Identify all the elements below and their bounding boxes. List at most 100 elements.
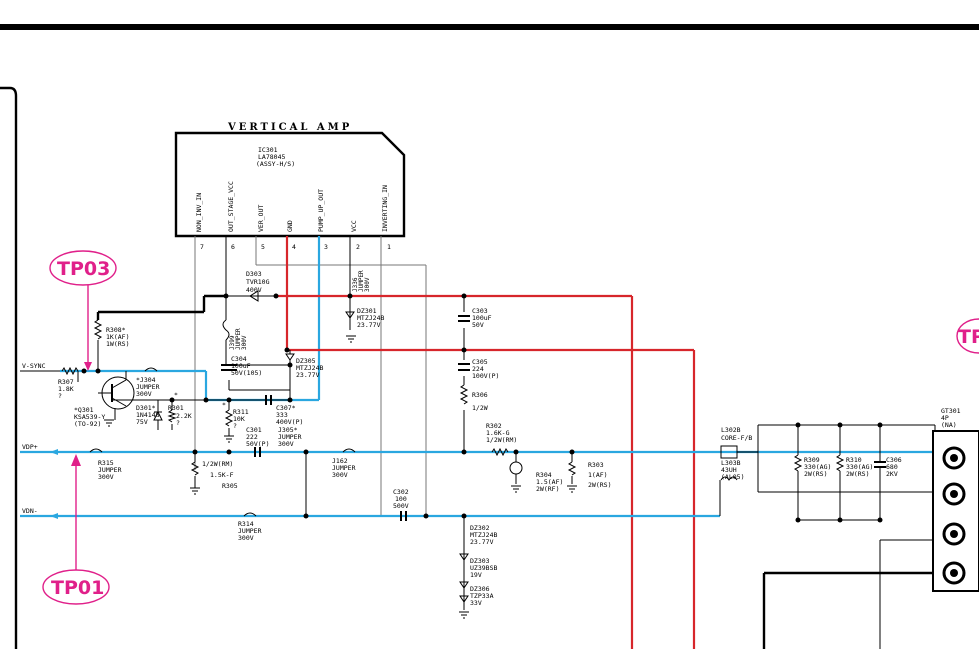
svg-text:MTZJ24B: MTZJ24B <box>470 531 497 539</box>
svg-text:500V: 500V <box>393 502 409 510</box>
pin-name-3: PUMP_UP_OUT <box>317 189 325 232</box>
svg-text:*: * <box>174 391 178 399</box>
ground-icon <box>104 419 114 427</box>
svg-text:R301: R301 <box>168 404 184 412</box>
tp-right-label: TP <box>958 326 979 348</box>
svg-text:D303: D303 <box>246 270 262 278</box>
svg-text:JUMPER: JUMPER <box>136 383 160 391</box>
svg-text:1N4148: 1N4148 <box>136 411 160 419</box>
svg-text:100uF: 100uF <box>472 314 492 322</box>
pin-name-4: GND <box>286 220 294 232</box>
pin-name-1: INVERTING_IN <box>381 185 389 232</box>
svg-text:1/2W: 1/2W <box>472 404 488 412</box>
connector-pin-icon <box>942 561 966 585</box>
svg-text:2W(RF): 2W(RF) <box>536 485 559 493</box>
svg-text:1.5(AF): 1.5(AF) <box>536 478 563 486</box>
svg-text:R309: R309 <box>804 456 820 464</box>
svg-text:222: 222 <box>246 433 258 441</box>
junction-dots <box>81 293 575 519</box>
svg-text:C302: C302 <box>393 488 409 496</box>
svg-text:R308*: R308* <box>106 326 126 334</box>
svg-text:R315: R315 <box>98 459 114 467</box>
r314-jumper-icon <box>243 512 257 517</box>
svg-text:2W(RS): 2W(RS) <box>804 470 827 478</box>
svg-text:1/2W(RM): 1/2W(RM) <box>486 436 517 444</box>
j399-jumper-icon <box>222 319 230 341</box>
j304-jumper-icon <box>144 367 158 372</box>
svg-text:43UH: 43UH <box>721 466 737 474</box>
svg-text:1.8K: 1.8K <box>58 385 74 393</box>
svg-text:300V: 300V <box>364 277 371 292</box>
svg-text:400V(P): 400V(P) <box>276 418 303 426</box>
r310-resistor-icon <box>835 454 845 472</box>
svg-text:TVR10G: TVR10G <box>246 278 270 286</box>
svg-text:R303: R303 <box>588 461 604 469</box>
ground-icon <box>567 485 577 493</box>
svg-text:224: 224 <box>472 365 484 373</box>
r315-jumper-icon <box>89 448 103 453</box>
dz305-zener-icon <box>285 353 295 361</box>
tp01-label: TP01 <box>51 577 104 599</box>
pin-num-7: 7 <box>200 243 204 251</box>
svg-text:J336: J336 <box>352 277 359 292</box>
svg-text:J399: J399 <box>229 335 236 350</box>
svg-text:J305*: J305* <box>278 426 298 434</box>
svg-text:R310: R310 <box>846 456 862 464</box>
pin-name-5: VER_OUT <box>257 205 265 232</box>
svg-text:(TO-92): (TO-92) <box>74 420 101 428</box>
d303-diode-icon <box>249 290 259 302</box>
pin-name-2: VCC <box>350 220 358 232</box>
svg-text:R304: R304 <box>536 471 552 479</box>
svg-text:1W(RS): 1W(RS) <box>106 340 129 348</box>
testpoint-right: TP <box>956 318 979 354</box>
tp03-label: TP03 <box>57 258 110 280</box>
svg-text:C303: C303 <box>472 307 488 315</box>
pin-num-4: 4 <box>292 243 296 251</box>
svg-text:C306: C306 <box>886 456 902 464</box>
svg-text:50V: 50V <box>472 321 484 329</box>
svg-text:J162: J162 <box>332 457 348 465</box>
ic-part: LA78045 <box>258 153 285 161</box>
svg-text:300V: 300V <box>98 473 114 481</box>
svg-text:2.2K: 2.2K <box>176 412 192 420</box>
component-symbols <box>50 310 577 619</box>
svg-text:?: ? <box>176 419 180 427</box>
svg-text:100uF: 100uF <box>231 362 251 370</box>
connector-pin-icon <box>942 446 966 470</box>
svg-text:2KV: 2KV <box>886 470 898 478</box>
svg-text:4P: 4P <box>941 414 949 422</box>
svg-text:680: 680 <box>886 463 898 471</box>
power-traces-red <box>276 294 696 649</box>
connector-pin-icon <box>942 482 966 506</box>
svg-text:300V: 300V <box>332 471 348 479</box>
r311-resistor-icon <box>224 409 234 427</box>
svg-text:?: ? <box>233 422 237 430</box>
ground-icon <box>346 335 356 343</box>
svg-text:1/2W(RM): 1/2W(RM) <box>202 460 233 468</box>
connector-pin-icon <box>942 522 966 546</box>
svg-text:400V: 400V <box>246 286 262 294</box>
svg-text:100: 100 <box>395 495 407 503</box>
svg-text:C305: C305 <box>472 358 488 366</box>
yoke-network <box>719 422 979 649</box>
